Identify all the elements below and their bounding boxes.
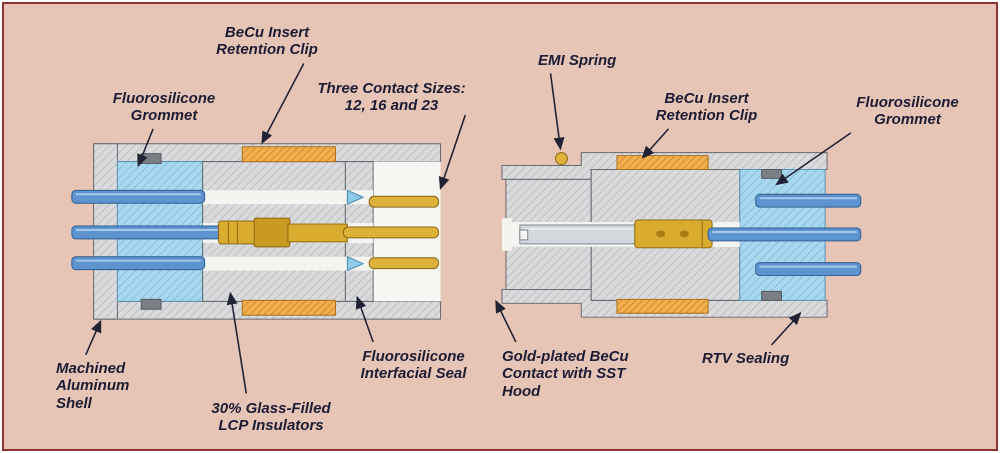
- rtv-seal-bottom: [761, 290, 782, 301]
- grommet-tab-top-left: [140, 153, 162, 165]
- emi-spring-part: [555, 152, 568, 166]
- interfacial-seal-top: [346, 189, 364, 205]
- left-connector-drawing: [71, 143, 442, 320]
- contact-channel-bottom: [202, 256, 374, 271]
- grommet-tab-bottom-left: [140, 298, 162, 310]
- wires-right: [707, 193, 862, 277]
- wires-left: [71, 189, 223, 271]
- contact-pin-bottom: [368, 257, 440, 270]
- right-connector-drawing: [501, 152, 862, 318]
- connector-cross-section-drawing: [71, 63, 862, 394]
- rtv-seal-top: [761, 169, 782, 179]
- contact-channel-top: [202, 190, 374, 205]
- becu-retention-clip-left-top: [241, 146, 336, 163]
- leader-lines: [84, 63, 852, 394]
- gold-socket-contact: [519, 219, 713, 249]
- becu-retention-clip-left-bottom: [241, 299, 336, 316]
- interfacial-seal-bottom: [346, 256, 364, 272]
- becu-retention-clip-right-bottom: [616, 298, 709, 314]
- gold-pin-contact: [218, 217, 440, 248]
- contact-pin-top: [368, 195, 440, 208]
- becu-retention-clip-right-top: [616, 155, 709, 171]
- socket-mouth: [501, 218, 512, 251]
